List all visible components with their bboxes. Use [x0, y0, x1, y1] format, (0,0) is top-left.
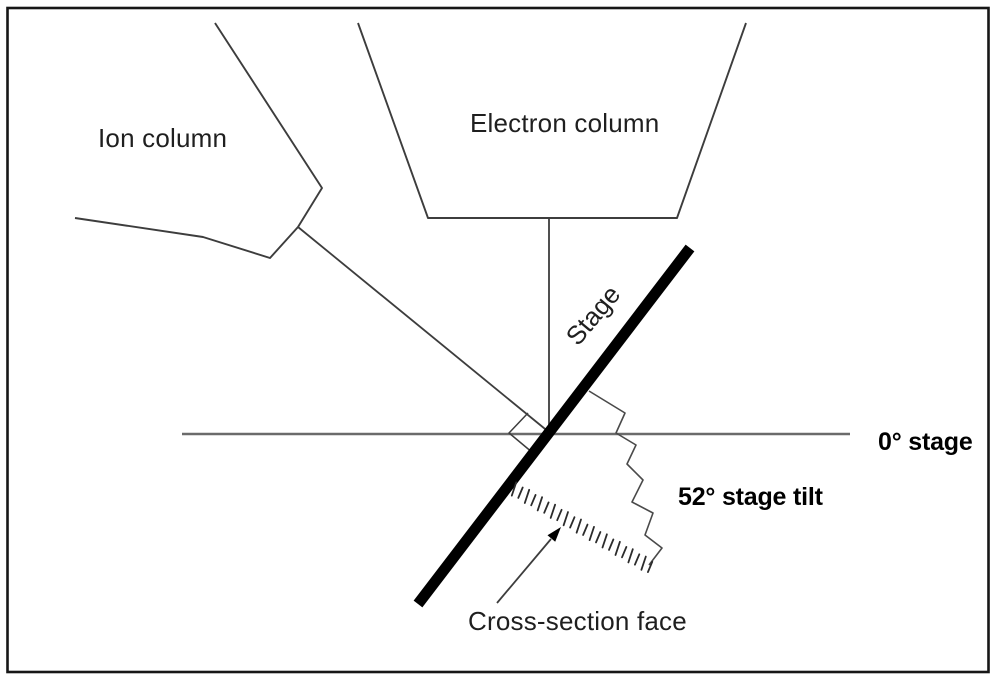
zero-stage-label: 0° stage: [878, 428, 973, 456]
electron-column-label: Electron column: [470, 108, 659, 138]
cross-section-arrowhead-icon: [547, 527, 561, 542]
cross-section-arrow: [496, 538, 552, 604]
stage-bar: [413, 244, 695, 608]
ion-beam-line: [297, 226, 551, 434]
stage-tilt-label: 52° stage tilt: [678, 483, 824, 511]
right-angle-marker: [507, 412, 534, 454]
ion-column-outline: [74, 22, 323, 259]
cross-section-face-label: Cross-section face: [468, 606, 687, 636]
figure-border: [6, 6, 990, 674]
stage-tilt-zigzag: [588, 390, 663, 566]
electron-column-outline: [357, 22, 747, 219]
ion-column-label: Ion column: [98, 123, 227, 153]
cross-section-hatching: [510, 481, 654, 573]
